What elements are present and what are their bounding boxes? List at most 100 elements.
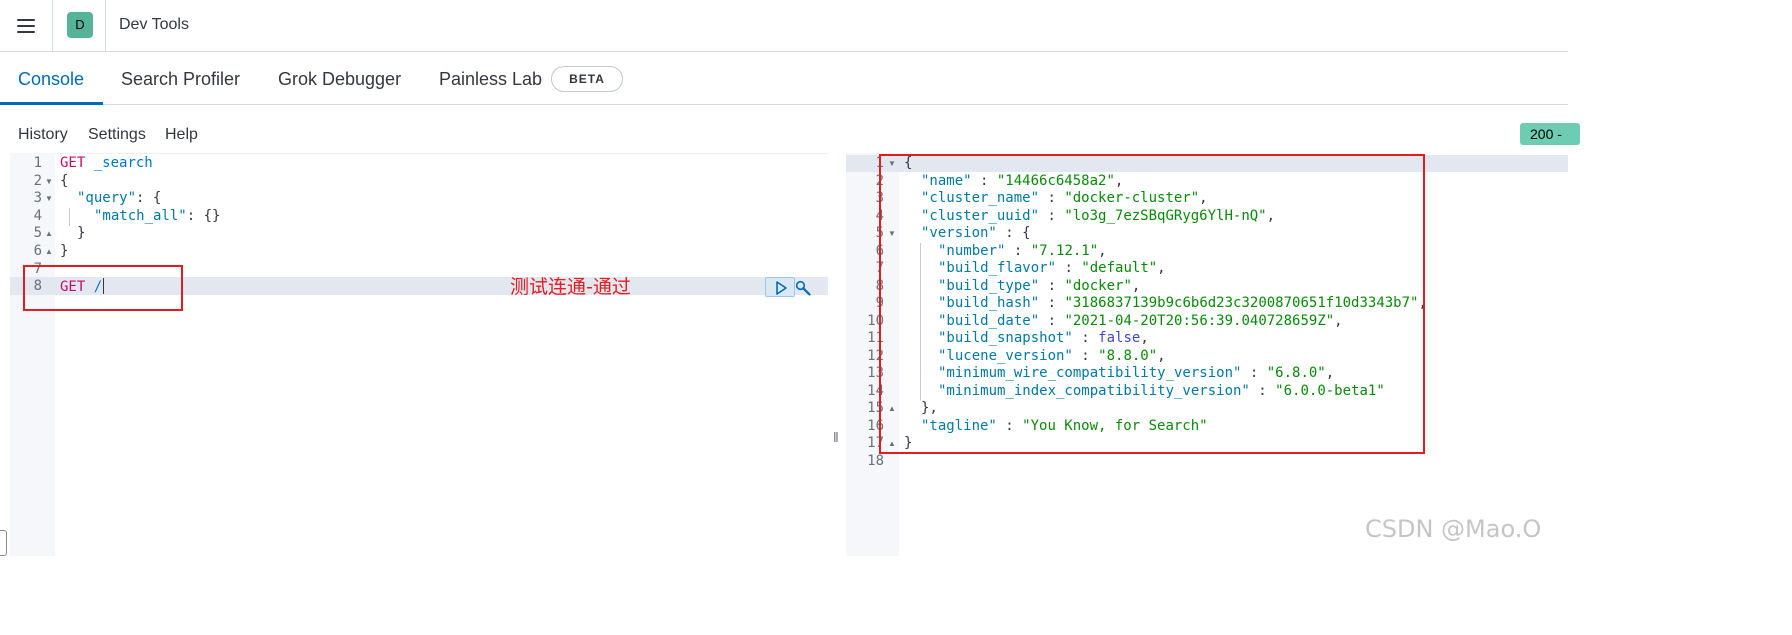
fold-close-icon[interactable]: ▲ (45, 247, 53, 256)
code-line: "build_type" : "docker", (938, 278, 1140, 294)
line-number: 5 (33, 225, 42, 241)
tab-search-profiler[interactable]: Search Profiler (121, 69, 241, 89)
code-line: "version" : { (921, 225, 1031, 241)
response-gutter (846, 153, 899, 556)
panel-resizer[interactable] (828, 153, 846, 556)
fold-close-icon[interactable]: ▲ (888, 404, 896, 413)
json-punctuation: , (1418, 295, 1427, 311)
json-value: "3186837139b9c6b6d23c3200870651f10d3343b… (1064, 295, 1419, 311)
code-line[interactable]: GET / (60, 278, 105, 295)
json-value: "14466c6458a2" (996, 173, 1115, 189)
json-punctuation: , (1199, 190, 1208, 206)
tab-painless-lab[interactable]: Painless Lab (439, 69, 543, 89)
app-header: D Dev Tools (0, 0, 1568, 52)
json-value: "6.0.0-beta1" (1275, 383, 1385, 399)
line-number: 2 (33, 173, 42, 189)
code-line: { (904, 155, 912, 171)
indent-guide (920, 243, 921, 400)
json-punctuation: : {} (186, 208, 221, 224)
json-value: "lo3g_7ezSBqGRyg6YlH-nQ" (1064, 208, 1267, 224)
highlight-box-request (23, 265, 183, 311)
json-punctuation: : (996, 225, 1023, 241)
line-number: 6 (33, 243, 42, 259)
json-punctuation: : (1249, 383, 1276, 399)
help-link[interactable]: Help (165, 126, 198, 143)
highlight-box-response (879, 154, 1425, 454)
json-punctuation: , (1131, 278, 1141, 294)
line-number: 18 (867, 453, 884, 469)
line-number: 1 (33, 155, 42, 171)
window-edge (0, 530, 7, 556)
devtools-tabs: Console Search Profiler Grok Debugger Pa… (0, 53, 1568, 105)
json-punctuation: : (1039, 313, 1065, 329)
menu-icon[interactable] (12, 13, 40, 39)
json-key: "version" (921, 225, 997, 241)
breadcrumb-title: Dev Tools (119, 16, 189, 33)
json-value: "docker" (1064, 278, 1132, 294)
code-line: "name" : "14466c6458a2", (921, 173, 1123, 189)
code-line: "tagline" : "You Know, for Search" (921, 418, 1208, 434)
code-line[interactable]: { (60, 173, 68, 189)
response-output (846, 153, 1568, 556)
json-punctuation: } (60, 243, 69, 259)
active-line-highlight (846, 155, 1568, 172)
json-key: "build_snapshot" (938, 330, 1073, 346)
settings-link[interactable]: Settings (88, 126, 146, 143)
code-line[interactable]: GET _search (60, 155, 153, 171)
json-punctuation: } (77, 225, 86, 241)
fold-open-icon[interactable]: ▼ (45, 177, 53, 186)
header-divider (52, 0, 53, 52)
code-line: } (904, 435, 912, 451)
request-editor[interactable] (10, 153, 828, 556)
request-path: _search (85, 155, 153, 171)
json-punctuation: , (1157, 260, 1166, 276)
json-punctuation: : (971, 173, 997, 189)
code-line: "build_date" : "2021-04-20T20:56:39.0407… (938, 313, 1343, 329)
json-punctuation: : (1005, 243, 1031, 259)
header-divider (105, 0, 106, 52)
json-value: "2021-04-20T20:56:39.040728659Z" (1064, 313, 1335, 329)
code-line: "build_hash" : "3186837139b9c6b6d23c3200… (938, 295, 1427, 311)
code-line: "minimum_index_compatibility_version" : … (938, 383, 1385, 399)
json-punctuation: : (1072, 348, 1099, 364)
json-punctuation: : (1039, 295, 1065, 311)
code-line: }, (921, 400, 938, 416)
code-line: "build_flavor" : "default", (938, 260, 1166, 276)
code-line[interactable]: } (60, 243, 68, 259)
json-value: false (1098, 330, 1141, 346)
watermark: CSDN @Mao.O (1365, 515, 1542, 543)
line-number: 7 (33, 261, 42, 277)
tab-console[interactable]: Console (18, 69, 85, 89)
json-punctuation: { (1022, 225, 1031, 241)
space-avatar[interactable]: D (67, 12, 93, 38)
json-value: "You Know, for Search" (1022, 418, 1208, 434)
fold-close-icon[interactable]: ▲ (45, 229, 53, 238)
fold-open-icon[interactable]: ▼ (888, 229, 896, 238)
json-punctuation: { (60, 173, 69, 189)
json-punctuation: , (1114, 173, 1124, 189)
json-key: "build_date" (938, 313, 1040, 329)
json-key: "lucene_version" (938, 348, 1073, 364)
play-icon (776, 281, 787, 295)
code-line[interactable]: } (77, 225, 85, 241)
json-punctuation: : (1056, 260, 1082, 276)
json-punctuation: , (1157, 348, 1166, 364)
line-number: 8 (33, 278, 42, 294)
code-line[interactable]: "query": { (77, 190, 161, 206)
json-key: "minimum_index_compatibility_version" (938, 383, 1250, 399)
tab-grok-debugger[interactable]: Grok Debugger (278, 69, 402, 89)
line-number: 3 (33, 190, 42, 206)
history-link[interactable]: History (18, 126, 68, 143)
json-punctuation: : (1039, 190, 1065, 206)
fold-close-icon[interactable]: ▲ (888, 439, 896, 448)
json-value: "6.8.0" (1266, 365, 1326, 381)
wrench-icon[interactable] (795, 280, 811, 296)
line-number: 4 (33, 208, 42, 224)
send-request-button[interactable] (765, 277, 795, 297)
resize-handle-icon[interactable]: ‖ (833, 429, 839, 445)
json-value: "8.8.0" (1098, 348, 1158, 364)
fold-open-icon[interactable]: ▼ (888, 159, 896, 168)
code-line: "build_snapshot" : false, (938, 330, 1149, 346)
code-line[interactable]: "match_all": {} (94, 208, 220, 224)
fold-open-icon[interactable]: ▼ (45, 194, 53, 203)
